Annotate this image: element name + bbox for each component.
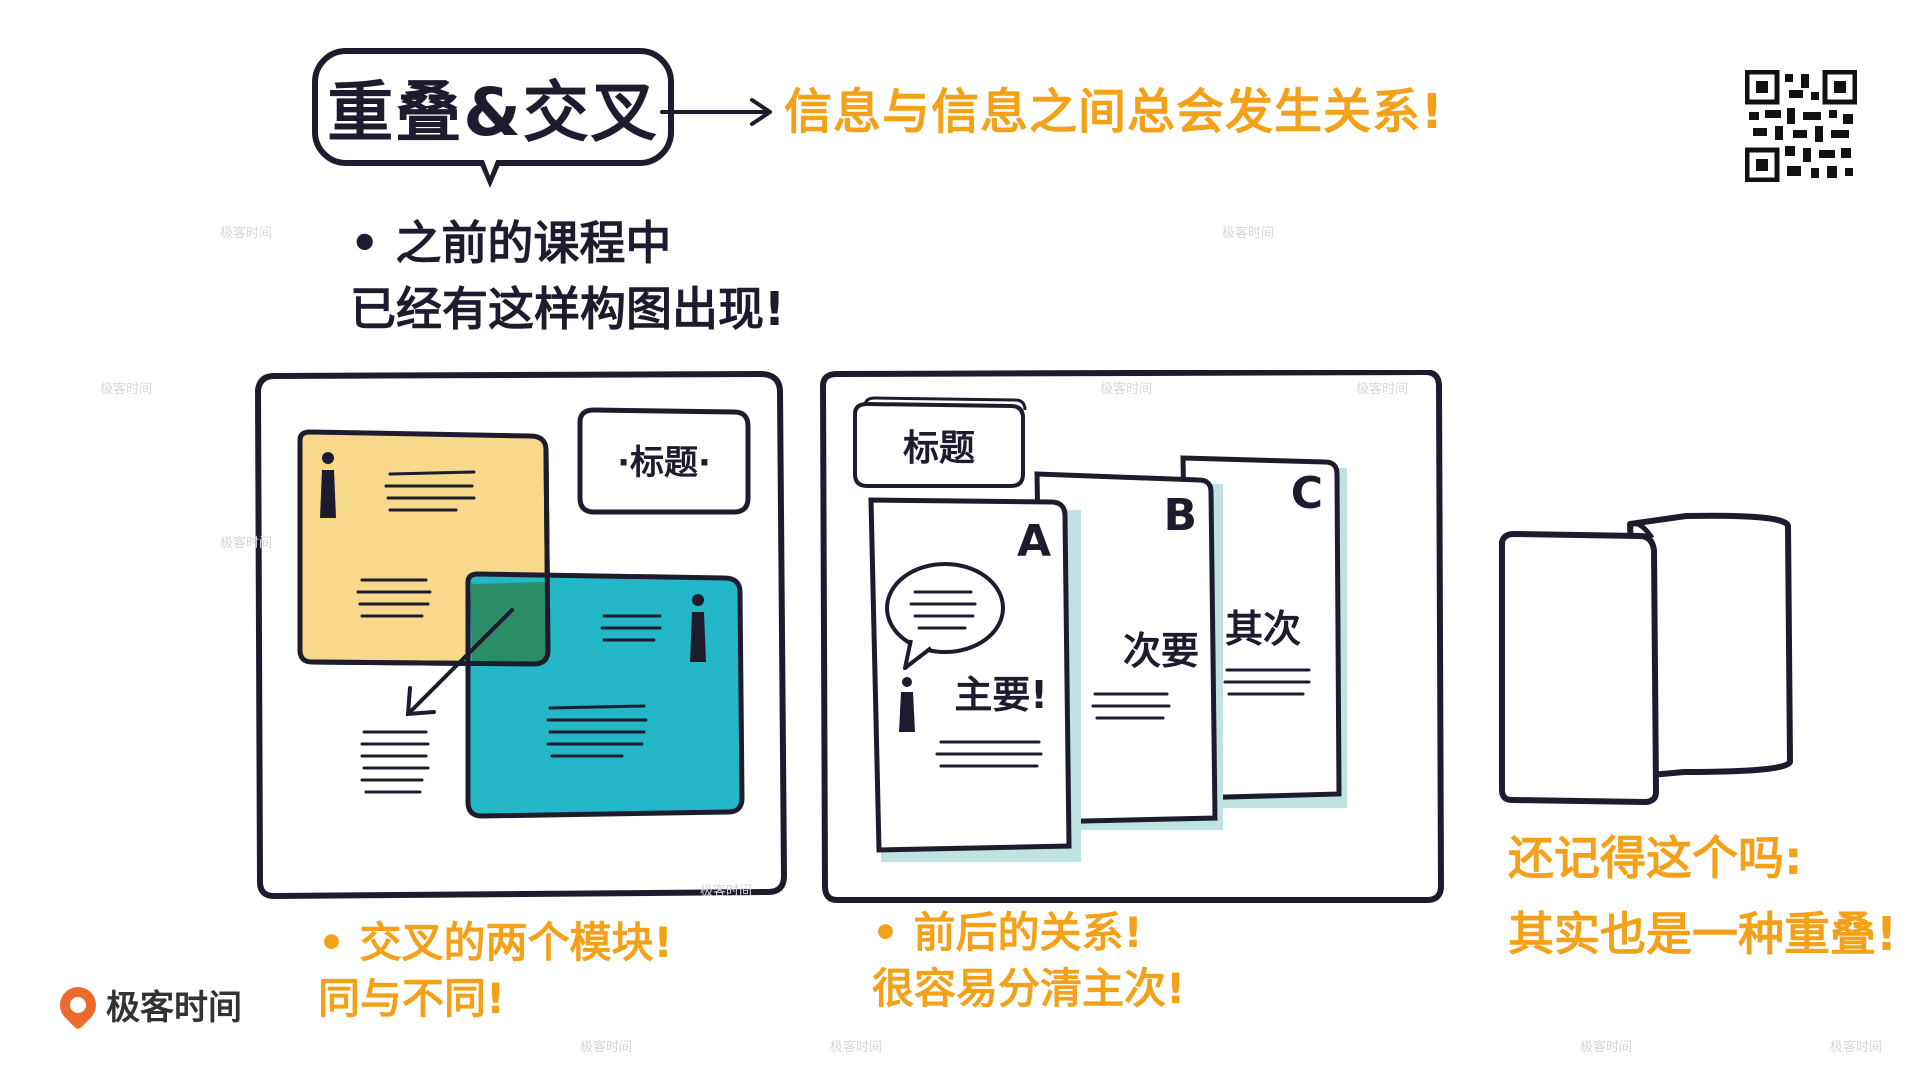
info-icon (899, 677, 915, 732)
watermark: 极客时间 (1100, 382, 1153, 397)
qr-code-icon (1745, 70, 1857, 182)
watermark: 极客时间 (1830, 1040, 1883, 1055)
headline: 信息与信息之间总会发生关系! (784, 84, 1444, 140)
watermark: 极客时间 (580, 1040, 633, 1055)
info-icon (320, 452, 336, 518)
text-lines (935, 668, 1311, 768)
caption-mid: • 前后的关系! 很容易分清主次! (872, 908, 1186, 1013)
watermark: 极客时间 (1222, 226, 1275, 241)
caption-left: • 交叉的两个模块! 同与不同! (318, 918, 673, 1023)
title-box-label: ·标题· (617, 443, 711, 483)
title-bubble: 重叠&交叉 (312, 48, 674, 166)
card-b-letter: B (1163, 490, 1197, 541)
speech-bubble-icon (885, 562, 1005, 670)
watermark: 极客时间 (700, 884, 753, 899)
title-bubble-tail-inner (483, 158, 497, 176)
watermark: 极客时间 (830, 1040, 883, 1055)
watermark: 极客时间 (100, 382, 153, 397)
panel-left-overlap: ·标题· (254, 370, 788, 900)
caption-right: 还记得这个吗: 其实也是一种重叠! (1508, 831, 1897, 961)
card-a-label: 主要! (954, 673, 1047, 717)
arrow-right-icon (660, 98, 772, 126)
title-box (577, 407, 751, 515)
card-b-label: 次要 (1123, 629, 1199, 673)
watermark: 极客时间 (220, 226, 273, 241)
intro-note: • 之前的课程中 已经有这样构图出现! (350, 216, 785, 336)
overlap-region (470, 582, 547, 662)
card-b (1034, 471, 1218, 825)
panel-mid-hierarchy: A B C 主要! 次要 其次 标题 (819, 370, 1445, 903)
text-lines (356, 470, 662, 794)
watermark: 极客时间 (1580, 1040, 1633, 1055)
card-c-label: 其次 (1225, 607, 1301, 651)
brand: 极客时间 (52, 979, 242, 1030)
folded-paper-icon (1499, 512, 1793, 806)
title-box-label: 标题 (903, 428, 975, 469)
card-c-letter: C (1291, 468, 1323, 519)
brand-name: 极客时间 (106, 988, 242, 1028)
geektime-logo-icon (52, 979, 104, 1030)
page-title: 重叠&交叉 (327, 74, 659, 151)
watermark: 极客时间 (1356, 382, 1409, 397)
card-a-letter: A (1017, 516, 1051, 567)
arrow-down-left-icon (405, 608, 514, 717)
watermark: 极客时间 (220, 536, 273, 551)
info-icon (690, 594, 706, 662)
